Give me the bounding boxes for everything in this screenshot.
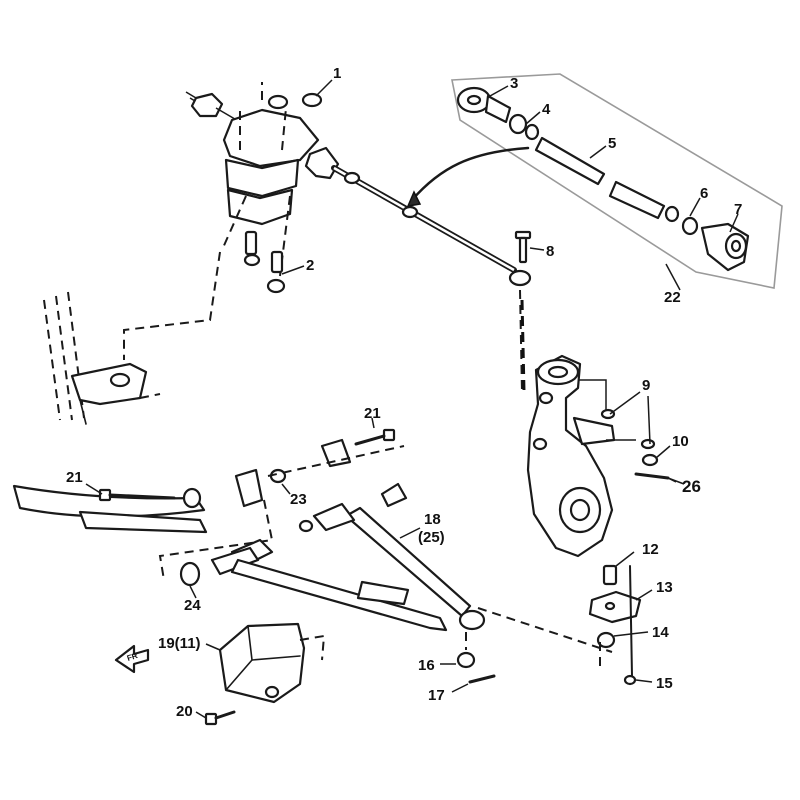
steering-knuckle (520, 299, 636, 558)
ball-joint-parts (588, 564, 642, 686)
callout-26: 26 (682, 477, 701, 496)
stabilizer-bar (12, 438, 405, 581)
callout-6: 6 (700, 185, 708, 202)
callout-15: 15 (656, 675, 673, 692)
lower-control-arm (179, 482, 613, 653)
callout-1: 1 (333, 65, 341, 82)
callout-23: 23 (290, 491, 307, 508)
callout-20: 20 (176, 703, 193, 720)
bolt-21-left (98, 488, 176, 502)
callout-10: 10 (672, 433, 689, 450)
adjustable-link-assembly (406, 73, 783, 289)
callout-7: 7 (734, 201, 742, 218)
callout-16: 16 (418, 657, 435, 674)
bolt-8 (514, 230, 532, 264)
body-frame-rails (43, 291, 161, 425)
lateral-link-rod (304, 146, 532, 393)
callout-19: 19(11) (158, 635, 201, 652)
front-direction-arrow: FR (114, 644, 150, 674)
callout-4: 4 (542, 101, 551, 118)
callout-18-alt: (25) (418, 529, 445, 546)
callout-8: 8 (546, 243, 554, 260)
upper-mount-bracket (123, 82, 323, 360)
callout-3: 3 (510, 75, 518, 92)
callout-9: 9 (642, 377, 650, 394)
bolt-21-right (354, 428, 396, 446)
callout-21-left: 21 (66, 469, 83, 486)
callout-12: 12 (642, 541, 659, 558)
callout-18: 18 (424, 511, 441, 528)
callout-24: 24 (184, 597, 201, 614)
bolt-20 (204, 710, 236, 726)
front-arrow-label: FR (126, 651, 139, 663)
callout-13: 13 (656, 579, 673, 596)
bracket-19 (218, 622, 326, 704)
move-arrow (410, 146, 530, 202)
callout-2: 2 (306, 257, 314, 274)
callout-17: 17 (428, 687, 445, 704)
nut-16-bolt-17 (456, 632, 496, 684)
callout-labels: 1 2 3 4 5 6 7 8 9 10 12 13 14 15 16 17 1… (66, 65, 742, 720)
callout-22: 22 (664, 289, 681, 306)
callout-5: 5 (608, 135, 616, 152)
callout-leaders (85, 79, 739, 719)
callout-21-right: 21 (364, 405, 381, 422)
washers-9-10 (600, 408, 670, 480)
callout-14: 14 (652, 624, 669, 641)
